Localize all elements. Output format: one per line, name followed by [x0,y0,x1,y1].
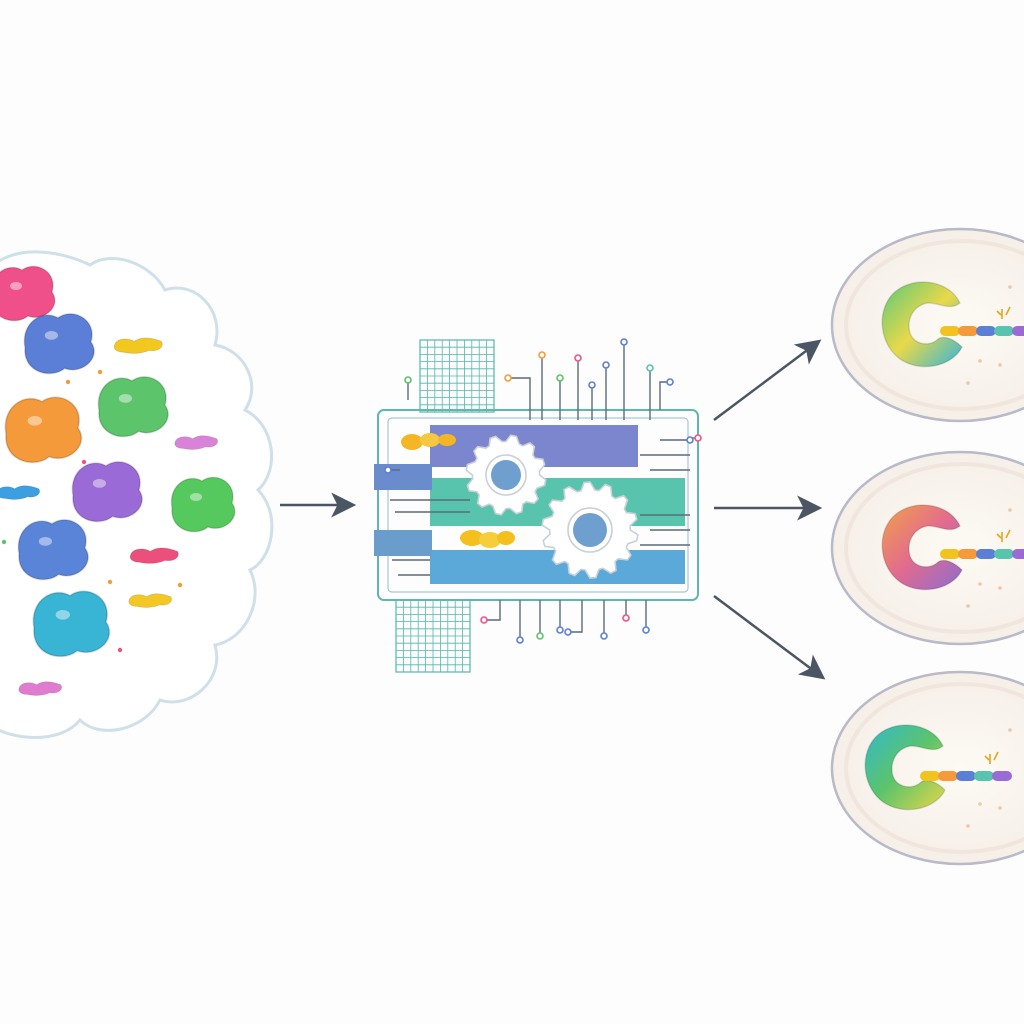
molecule-chain [174,435,218,450]
molecule-chain [0,485,40,500]
processing-engine [374,338,702,673]
circuit-wire [600,600,608,640]
receptor-protein [881,504,963,591]
circuit-wire [602,361,610,420]
molecule-chain [128,593,172,608]
arrow-engine-to-output-3 [713,595,826,680]
receptor-protein [864,724,946,811]
receptor-protein [881,281,963,368]
circuit-wire [516,600,524,644]
circuit-wire [646,364,654,420]
circuit-wire [574,354,582,420]
circuit-wire [538,351,546,420]
engine-tick-lines [390,454,690,576]
bound-ligand [920,771,1012,781]
circuit-wire [384,466,400,474]
bound-ligand [940,549,1024,559]
circuit-wire [690,434,702,442]
arrow-engine-to-output-1 [713,339,822,421]
circuit-wire [622,600,630,622]
molecule-chain [113,337,163,354]
circuit-wire [556,374,564,420]
output-binding-cell [830,670,1024,866]
gear-icon [465,434,547,516]
engine-frame [377,409,699,601]
circuit-wire [556,600,564,634]
output-binding-cell [830,450,1024,646]
molecule-blob [0,265,56,322]
molecule-blob [97,376,169,438]
circuit-wire [480,600,501,624]
output-binding-cell [830,227,1024,423]
circuit-wire [660,436,694,444]
molecule-blob [71,461,143,523]
molecule-blob [4,396,83,464]
molecule-chain [18,681,62,696]
grid-top [419,339,495,413]
binding-sparkle [996,306,1011,319]
circuit-wire [659,378,674,410]
circuit-wire [642,600,650,634]
molecule-blob [32,590,111,658]
circuit-wire [504,374,531,420]
circuit-wire [588,381,596,420]
molecule-blob [170,476,236,533]
engine-molecule-middle [460,530,515,548]
cloud-specks [1,369,183,653]
input-molecule-cloud [0,250,274,739]
side-tab-upper [374,464,432,490]
molecule-blob [17,519,89,581]
circuit-wire [536,600,544,640]
binding-sparkle [984,751,999,764]
gear-icon [541,481,639,579]
circuit-wire [620,338,628,420]
circuit-wire [404,376,412,400]
bound-ligand [940,326,1024,336]
circuit-wire [564,600,583,636]
molecule-chain [129,547,179,564]
grid-bottom [395,599,471,673]
molecule-blob [23,313,95,375]
engine-molecule-top [401,433,456,450]
side-tab-lower [374,530,432,556]
binding-sparkle [996,529,1011,542]
